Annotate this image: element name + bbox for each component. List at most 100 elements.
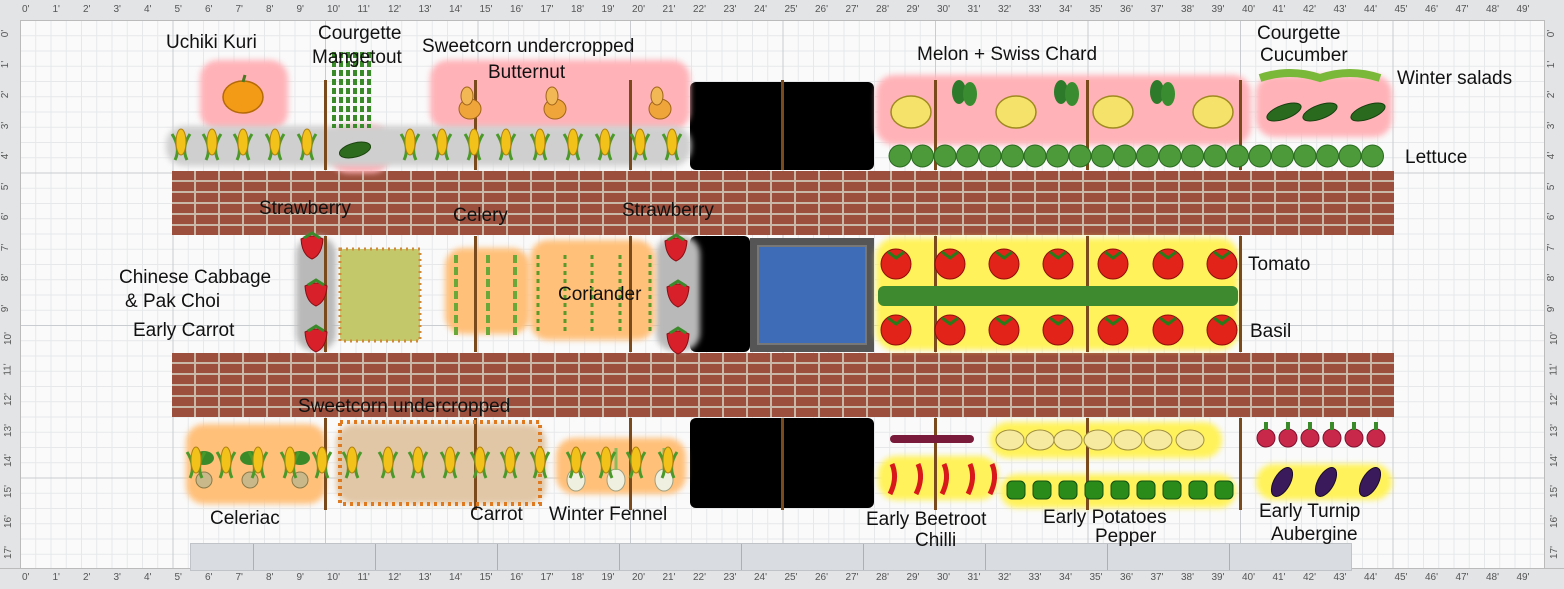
tomato-icon[interactable] <box>1097 248 1129 280</box>
strawberry-icon[interactable] <box>664 233 688 262</box>
tomato-icon[interactable] <box>1152 248 1184 280</box>
turnip-icon[interactable] <box>1344 422 1364 448</box>
lettuce-icon[interactable] <box>1316 144 1339 168</box>
tomato-icon[interactable] <box>934 314 966 346</box>
pepper-icon[interactable] <box>1162 480 1182 500</box>
melon-icon[interactable] <box>995 95 1037 129</box>
swiss-chard-icon[interactable] <box>1150 80 1175 106</box>
butternut-icon[interactable] <box>458 86 482 120</box>
pepper-icon[interactable] <box>1032 480 1052 500</box>
pond[interactable] <box>750 238 874 352</box>
basil-icon[interactable] <box>878 286 1238 306</box>
sweetcorn-icon[interactable] <box>562 128 584 161</box>
tomato-icon[interactable] <box>1042 314 1074 346</box>
pumpkin-icon[interactable] <box>222 74 264 114</box>
sweetcorn-icon[interactable] <box>661 128 683 161</box>
chilli-icon[interactable] <box>965 463 976 496</box>
lettuce-icon[interactable] <box>1248 144 1272 168</box>
sweetcorn-icon[interactable] <box>407 446 429 479</box>
pepper-icon[interactable] <box>1214 480 1234 500</box>
tomato-icon[interactable] <box>988 314 1020 346</box>
lettuce-icon[interactable] <box>1068 144 1092 168</box>
sweetcorn-icon[interactable] <box>279 446 301 479</box>
mangetout-icon[interactable] <box>332 52 371 128</box>
potato-icon[interactable] <box>1053 429 1083 451</box>
lettuce-icon[interactable] <box>1181 144 1204 168</box>
lettuce-icon[interactable] <box>1113 144 1137 168</box>
turnip-icon[interactable] <box>1256 422 1276 448</box>
lettuce-icon[interactable] <box>1158 144 1182 168</box>
sweetcorn-icon[interactable] <box>565 446 587 479</box>
sweetcorn-icon[interactable] <box>469 446 491 479</box>
sweetcorn-icon[interactable] <box>595 446 617 479</box>
sweetcorn-icon[interactable] <box>439 446 461 479</box>
chilli-icon[interactable] <box>913 463 924 496</box>
pepper-icon[interactable] <box>1136 480 1156 500</box>
sweetcorn-icon[interactable] <box>625 446 647 479</box>
strawberry-icon[interactable] <box>304 324 328 353</box>
sweetcorn-icon[interactable] <box>431 128 453 161</box>
turnip-icon[interactable] <box>1278 422 1298 448</box>
sweetcorn-icon[interactable] <box>495 128 517 161</box>
sweetcorn-icon[interactable] <box>264 128 286 161</box>
lettuce-icon[interactable] <box>1338 144 1362 168</box>
sweetcorn-icon[interactable] <box>463 128 485 161</box>
tomato-icon[interactable] <box>1097 314 1129 346</box>
chinese-cabbage-icon[interactable] <box>338 247 422 343</box>
lettuce-icon[interactable] <box>1203 144 1227 168</box>
potato-icon[interactable] <box>1025 429 1055 451</box>
sweetcorn-icon[interactable] <box>594 128 616 161</box>
winter-salad-icon[interactable] <box>1258 69 1382 83</box>
strawberry-icon[interactable] <box>300 231 324 260</box>
melon-icon[interactable] <box>890 95 932 129</box>
butternut-icon[interactable] <box>543 86 567 120</box>
aubergine-icon[interactable] <box>1311 464 1341 500</box>
sweetcorn-icon[interactable] <box>341 446 363 479</box>
lettuce-icon[interactable] <box>1226 144 1249 168</box>
sweetcorn-icon[interactable] <box>296 128 318 161</box>
turnip-icon[interactable] <box>1366 422 1386 448</box>
lettuce-icon[interactable] <box>1293 144 1317 168</box>
potato-icon[interactable] <box>1143 429 1173 451</box>
lettuce-icon[interactable] <box>1001 144 1024 168</box>
sweetcorn-icon[interactable] <box>215 446 237 479</box>
sweetcorn-icon[interactable] <box>247 446 269 479</box>
tomato-icon[interactable] <box>1206 248 1238 280</box>
lettuce-icon[interactable] <box>888 144 912 168</box>
sweetcorn-icon[interactable] <box>201 128 223 161</box>
tomato-icon[interactable] <box>988 248 1020 280</box>
strawberry-icon[interactable] <box>666 279 690 308</box>
sweetcorn-icon[interactable] <box>311 446 333 479</box>
lettuce-icon[interactable] <box>911 144 934 168</box>
aubergine-icon[interactable] <box>1267 464 1297 500</box>
courgette-icon[interactable] <box>338 139 373 161</box>
tomato-icon[interactable] <box>934 248 966 280</box>
lettuce-icon[interactable] <box>978 144 1002 168</box>
sweetcorn-icon[interactable] <box>629 128 651 161</box>
sweetcorn-icon[interactable] <box>529 446 551 479</box>
beetroot-icon[interactable] <box>890 435 974 443</box>
lettuce-icon[interactable] <box>956 144 979 168</box>
sweetcorn-icon[interactable] <box>499 446 521 479</box>
swiss-chard-icon[interactable] <box>952 80 977 106</box>
pepper-icon[interactable] <box>1188 480 1208 500</box>
tomato-icon[interactable] <box>1206 314 1238 346</box>
sweetcorn-icon[interactable] <box>232 128 254 161</box>
tomato-icon[interactable] <box>880 248 912 280</box>
strawberry-icon[interactable] <box>304 278 328 307</box>
pepper-icon[interactable] <box>1084 480 1104 500</box>
tomato-icon[interactable] <box>1152 314 1184 346</box>
sweetcorn-icon[interactable] <box>529 128 551 161</box>
pepper-icon[interactable] <box>1058 480 1078 500</box>
chilli-icon[interactable] <box>987 463 998 496</box>
cucumber-icon[interactable] <box>1301 99 1340 124</box>
lettuce-icon[interactable] <box>1271 144 1294 168</box>
sweetcorn-icon[interactable] <box>170 128 192 161</box>
chilli-icon[interactable] <box>939 463 950 496</box>
potato-icon[interactable] <box>1113 429 1143 451</box>
sweetcorn-icon[interactable] <box>657 446 679 479</box>
swiss-chard-icon[interactable] <box>1054 80 1079 106</box>
melon-icon[interactable] <box>1092 95 1134 129</box>
sweetcorn-icon[interactable] <box>399 128 421 161</box>
